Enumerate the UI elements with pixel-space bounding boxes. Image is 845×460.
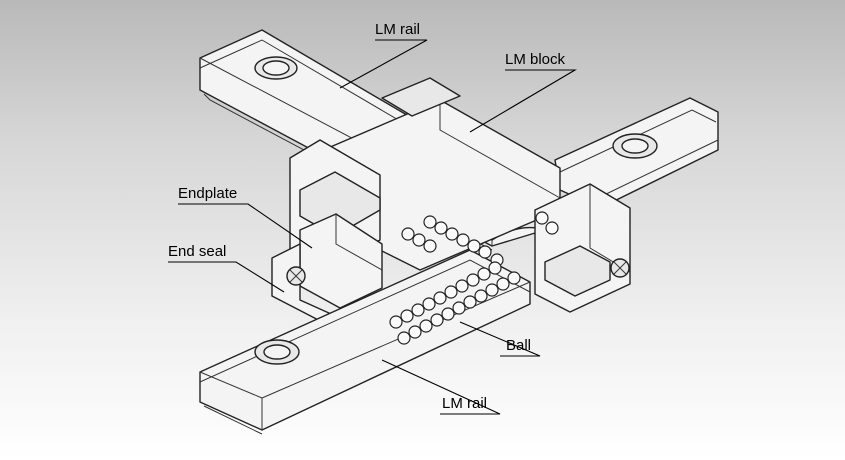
balls-lower-rows (389, 261, 521, 345)
leader-lines (168, 39, 578, 415)
endplate-label: Endplate (178, 185, 238, 202)
endplate-right (534, 183, 631, 313)
end-seal-label: End seal (168, 243, 227, 260)
lm-rail-bottom-label: LM rail (442, 395, 488, 412)
lm-rail-top-label: LM rail (375, 21, 421, 38)
lm-block-label: LM block (505, 51, 566, 68)
rear-lm-rail (554, 97, 719, 209)
ball-label: Ball (506, 337, 532, 354)
balls-upper-row (401, 215, 492, 259)
